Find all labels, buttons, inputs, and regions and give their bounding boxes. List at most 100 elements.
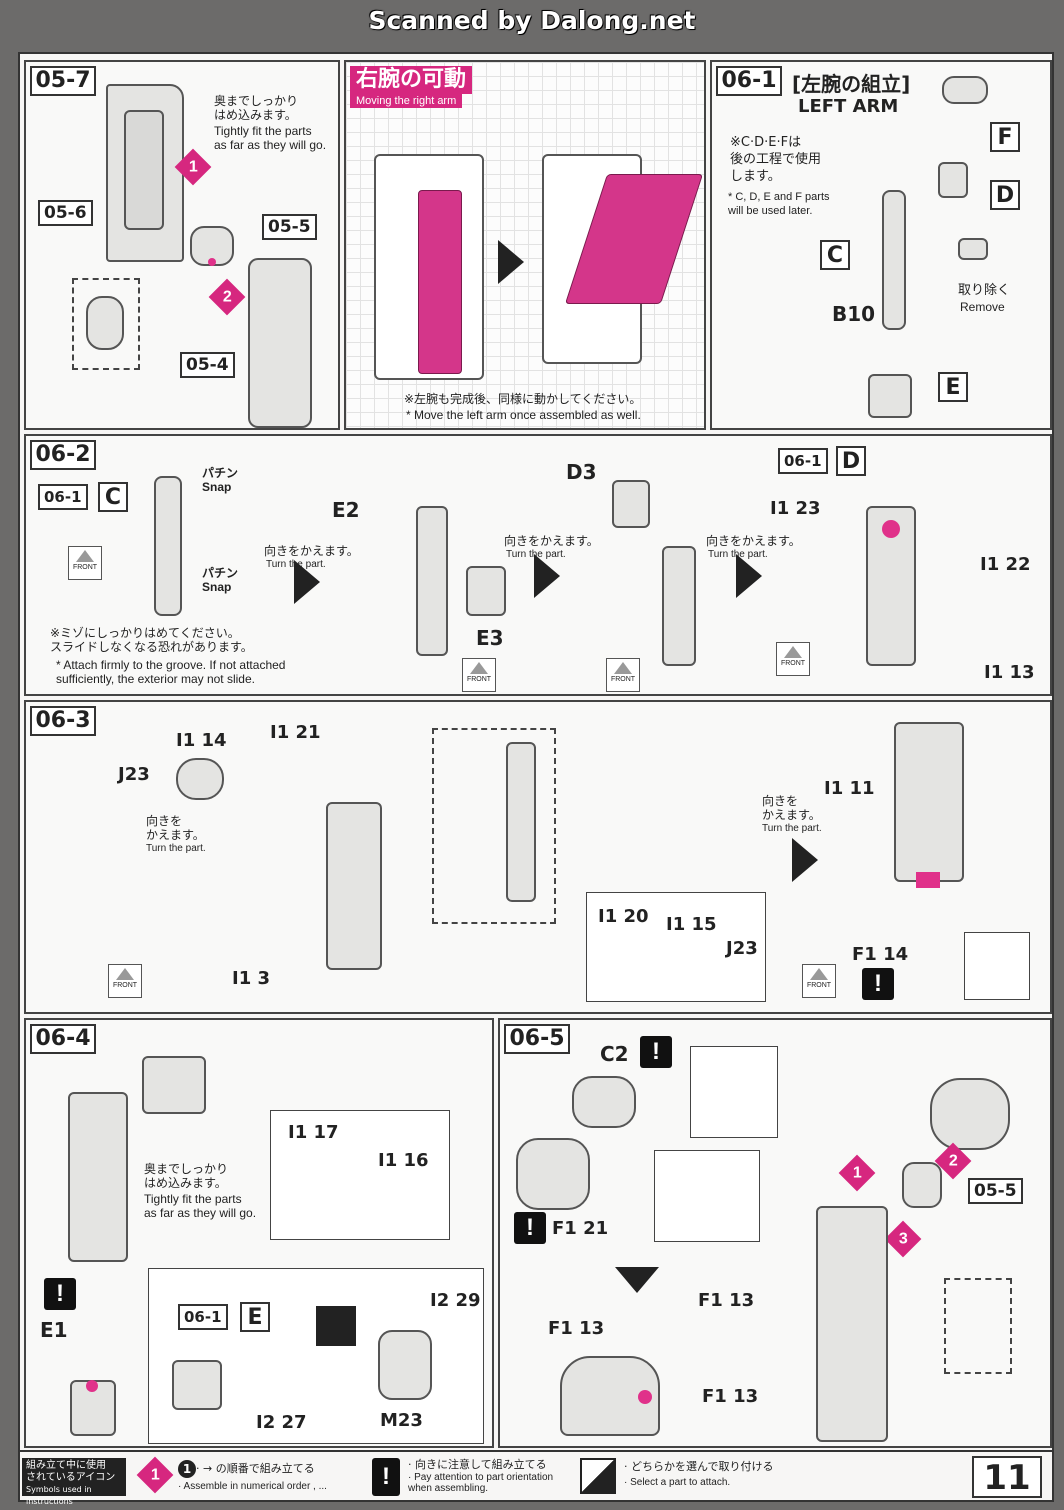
ref-05-4: 05-4 [180,352,235,378]
legend-attention-jp: · 向きに注意して組み立てる [408,1458,547,1471]
snap-jp: パチン [202,466,239,480]
label-i1-14: I1 14 [176,730,227,751]
flow-arrow [792,838,818,882]
label-i1-16: I1 16 [378,1150,429,1171]
remove-jp: 取り除く [958,283,1011,298]
note-jp: 奥までしっかり はめ込みます。 [214,94,299,122]
front-label-2: FRONT [806,982,832,989]
turn-jp-2: 向きを かえます。 [762,794,821,822]
step-number: 06-2 [30,440,96,470]
subassembly-box [586,892,766,1002]
pink-peg [208,258,216,266]
ref-05-6: 05-6 [38,200,93,226]
caution-icon: ! [862,968,894,1000]
legend-choose-jp: · どちらかを選んで取り付ける [624,1460,774,1473]
order-3-marker: 3 [884,1220,922,1258]
part-e [868,374,912,418]
title-jp: [左腕の組立] [792,72,911,96]
front-icon-2: FRONT [462,658,496,692]
order-1-marker: 1 [838,1154,876,1192]
snap-en-2: Snap [202,580,232,594]
label-m23: M23 [380,1410,423,1431]
hand-piece [466,566,506,616]
note-en: Tightly fit the parts as far as they wil… [214,124,327,152]
detail-callout [72,278,140,370]
caution-icon: ! [44,1278,76,1310]
caution-icon-2: ! [514,1212,546,1244]
fist-hand [172,1360,222,1410]
ref-letter-e: E [240,1302,270,1332]
note-en: Tightly fit the parts as far as they wil… [144,1192,257,1220]
shoulder-cap [176,758,224,800]
turn-jp: 向きを かえます。 [146,814,205,842]
legend-title-jp: 組み立て中に使用 されているアイコン [26,1460,116,1483]
legend-caution-icon: ! [372,1458,400,1496]
snap-en: Snap [202,480,232,494]
ref-05-5: 05-5 [262,214,317,240]
label-f1-13-b: F1 13 [548,1318,605,1339]
legend-title-en: Symbols used in instructions [26,1485,92,1506]
arm-assembly-2 [662,546,696,666]
label-i1-23: I1 23 [770,498,821,519]
flow-arrow-1 [294,560,320,604]
title-en: Moving the right arm [350,94,463,108]
pink-socket [882,520,900,538]
label-c2: C2 [600,1042,629,1066]
ref-06-1: 06-1 [178,1304,228,1330]
turn-jp-2: 向きをかえます。 [504,534,599,548]
legend-order-icon: 1 [136,1456,174,1494]
front-label: FRONT [112,982,138,989]
front-icon: FRONT [68,546,102,580]
front-icon: FRONT [108,964,142,998]
note-jp: ※C·D·E·Fは 後の工程で使用 します。 [730,135,822,184]
ref-06-1: 06-1 [38,484,88,510]
legend-order-en: · Assemble in numerical order , ... [178,1481,327,1492]
label-i1-20: I1 20 [598,906,649,927]
part-d3 [612,480,650,528]
forearm-part [248,258,312,428]
front-label-2: FRONT [466,676,492,683]
wrist-peg [916,872,940,888]
note-en: * Move the left arm once assembled as we… [406,408,641,422]
elbow-cover [572,1076,636,1128]
detail-joint [86,296,124,350]
page-number: 11 [972,1456,1042,1498]
note-jp: ※ミゾにしっかりはめてください。 スライドしなくなる恐れがあります。 [50,626,253,654]
label-e3: E3 [476,626,504,650]
step-number: 06-1 [716,66,782,96]
label-j23-2: J23 [726,938,758,959]
note-jp: 奥までしっかり はめ込みます。 [144,1162,229,1190]
down-arrow [615,1267,659,1293]
step-06-3-panel: 06-3 I1 14 I1 21 J23 向きを かえます。 Turn the … [24,700,1052,1014]
label-f1-13-c: F1 13 [702,1386,759,1407]
label-i1-13: I1 13 [984,662,1035,683]
joint-detail [944,1278,1012,1374]
legend-attention-en: · Pay attention to part orientation when… [408,1472,554,1494]
forearm-block [68,1092,128,1262]
legend-order-jp-text: · → の順番で組み立てる [196,1462,315,1475]
order-2-marker: 2 [208,278,246,316]
ref-letter-c: C [98,482,128,512]
note-jp: ※左腕も完成後、同様に動かしてください。 [404,392,642,406]
spiked-shoulder [930,1078,1010,1150]
spike-socket [638,1390,652,1404]
ref2-06-1: 06-1 [778,448,828,474]
label-i2-29: I2 29 [430,1290,481,1311]
ref-05-5: 05-5 [968,1178,1023,1204]
step-number: 06-5 [504,1024,570,1054]
step-06-5-panel: 06-5 C2 ! ! F1 21 F1 13 F1 13 F1 13 1 2 … [498,1018,1052,1448]
ref2-letter-d: D [836,446,866,476]
legend-order-jp: 1· → の順番で組み立てる [178,1460,315,1478]
label-d3: D3 [566,460,597,484]
part-d [938,162,968,198]
label-i1-17: I1 17 [288,1122,339,1143]
step-06-1-panel: 06-1 [左腕の組立] LEFT ARM ※C·D·E·Fは 後の工程で使用 … [710,60,1052,430]
motion-arrow [498,240,524,284]
front-icon-2: FRONT [802,964,836,998]
note-en: * C, D, E and F parts will be used later… [728,191,830,217]
inner-detail [654,1150,760,1242]
label-c: C [820,240,850,270]
side-view-callout [432,728,556,924]
